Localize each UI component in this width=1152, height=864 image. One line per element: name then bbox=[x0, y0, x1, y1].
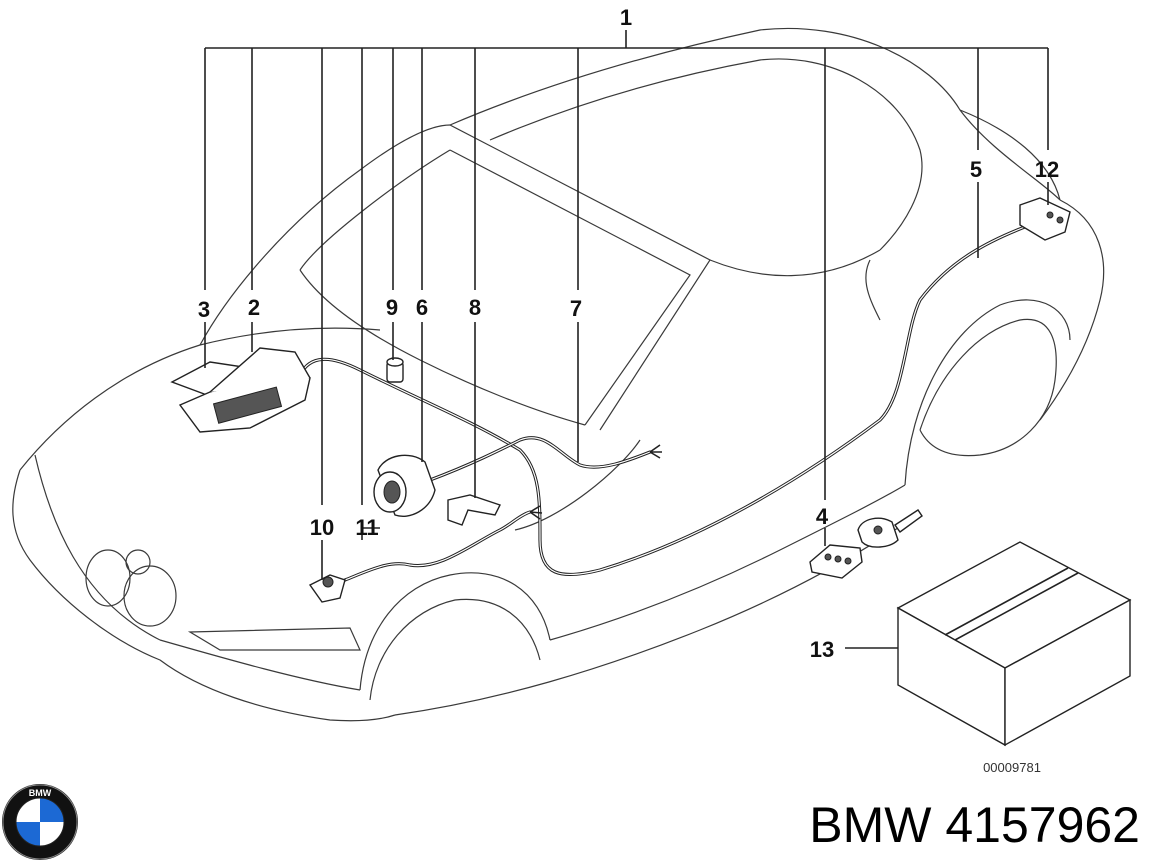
callout-11: 11 bbox=[355, 515, 378, 540]
bmw-roundel-icon: BMW bbox=[2, 784, 78, 860]
callout-13: 13 bbox=[810, 637, 834, 662]
callout-5: 5 bbox=[970, 157, 982, 182]
remote-transmitter bbox=[809, 544, 863, 579]
sensor-cylinder bbox=[386, 357, 404, 383]
installation-kit-box bbox=[896, 541, 1132, 747]
wiring-harness bbox=[298, 223, 1032, 582]
callout-10: 10 bbox=[310, 515, 334, 540]
callout-4: 4 bbox=[816, 504, 829, 529]
alarm-siren bbox=[373, 454, 436, 517]
rear-sensor-module bbox=[1019, 197, 1071, 241]
car-outline bbox=[12, 27, 1105, 722]
drawing-code: 00009781 bbox=[983, 760, 1041, 775]
callout-8: 8 bbox=[469, 295, 481, 320]
callout-7: 7 bbox=[570, 296, 582, 321]
ignition-key bbox=[857, 509, 923, 548]
contact-switch bbox=[308, 574, 346, 603]
callout-1: 1 bbox=[620, 5, 632, 30]
control-module-unit bbox=[170, 347, 311, 433]
callout-9: 9 bbox=[386, 295, 398, 320]
callout-6: 6 bbox=[416, 295, 428, 320]
callout-labels: 1 2 3 4 5 6 7 8 9 10 11 12 13 bbox=[198, 5, 1059, 662]
mounting-bracket bbox=[447, 494, 501, 526]
part-number-label: BMW 4157962 bbox=[809, 797, 1140, 853]
callout-2: 2 bbox=[248, 295, 260, 320]
callout-12: 12 bbox=[1035, 157, 1059, 182]
leader-lines bbox=[204, 30, 1049, 649]
bmw-logo-letters: BMW bbox=[29, 788, 52, 798]
callout-3: 3 bbox=[198, 297, 210, 322]
